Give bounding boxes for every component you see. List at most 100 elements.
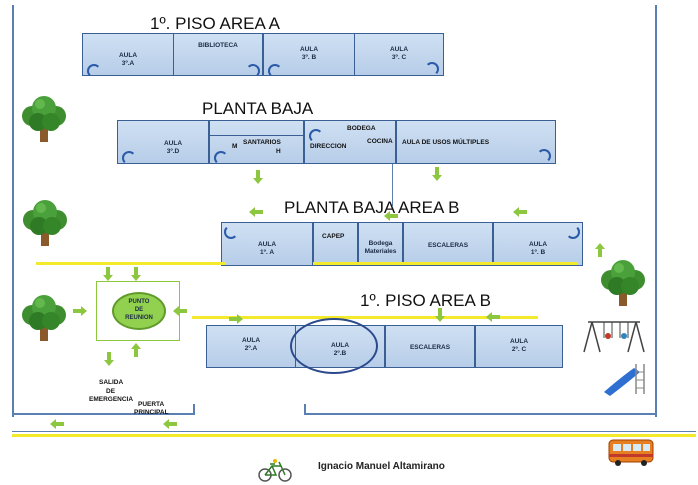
highlight-circle: [290, 318, 378, 374]
room-label: AULA: [389, 46, 409, 53]
room-label: AULA: [528, 241, 548, 248]
room-aula-2a: AULA 2º.A: [206, 325, 296, 368]
bicycle-icon: [258, 459, 292, 482]
green-arrow-icon: [595, 243, 605, 257]
green-arrow-icon: [73, 306, 87, 316]
door-arc-icon: [309, 129, 323, 143]
green-arrow-icon: [131, 267, 141, 281]
room-escaleras-p1: ESCALERAS: [385, 325, 475, 368]
room-label: AULA: [509, 338, 529, 345]
door-arc-icon: [224, 225, 238, 239]
room-label: ESCALERAS: [427, 242, 469, 249]
green-arrow-icon: [229, 314, 243, 324]
room-label: 1º. A: [259, 249, 275, 256]
green-arrow-icon: [249, 207, 263, 217]
street-yellow-line: [12, 434, 696, 437]
room-label: AULA: [299, 46, 319, 53]
bodega-label: BODEGA: [347, 125, 376, 132]
green-arrow-icon: [253, 170, 263, 184]
salida-label: DE: [106, 388, 116, 395]
title-piso1-area-a: 1º. PISO AREA A: [150, 14, 280, 33]
room-label: 1º. B: [530, 249, 546, 256]
tree-icon: [22, 199, 68, 247]
room-label: 3º. C: [391, 54, 407, 61]
salida-label: EMERGENCIA: [89, 396, 134, 403]
room-label: ESCALERAS: [409, 344, 451, 351]
room-aula-3d: AULA 3º.D: [117, 120, 209, 165]
room-label: AULA: [257, 241, 277, 248]
sanitarios-h-label: H: [276, 148, 281, 155]
room-capep: CAPEP: [313, 222, 358, 266]
sanitarios-m-label: M: [232, 143, 238, 150]
green-arrow-icon: [163, 419, 177, 429]
title-planta-baja: PLANTA BAJA: [202, 99, 314, 118]
door-arc-icon: [214, 151, 228, 165]
room-aula-1b: AULA 1º. B: [493, 222, 583, 266]
room-escaleras-pb: ESCALERAS: [403, 222, 493, 266]
room-label: Bodega: [368, 240, 393, 247]
green-arrow-icon: [384, 211, 398, 221]
room-sanitarios: M SANTARIOS H: [209, 120, 304, 165]
puerta-label: PRINCIPAL: [134, 409, 169, 416]
swing-icon: [583, 321, 645, 353]
door-arc-icon: [268, 64, 282, 78]
meeting-point-label: PUNTO: [128, 299, 150, 305]
door-arc-icon: [566, 225, 580, 239]
room-label: 3º.D: [166, 148, 180, 155]
green-arrow-icon: [486, 312, 500, 322]
corridor-yellow-line-pb: [313, 262, 578, 265]
tree-icon: [21, 95, 67, 143]
door-arc-icon: [246, 64, 260, 78]
bottom-wall-right: [305, 413, 657, 415]
slide-icon: [604, 364, 645, 396]
street-name: Ignacio Manuel Altamirano: [318, 461, 445, 472]
corridor-wall: [392, 164, 393, 206]
gate-post-left: [193, 404, 195, 415]
right-wall: [655, 5, 657, 417]
bottom-wall-left: [12, 413, 195, 415]
sanitarios-label: SANTARIOS: [243, 139, 281, 146]
bus-icon: [608, 439, 654, 466]
title-planta-baja-area-b: PLANTA BAJA AREA B: [284, 198, 460, 217]
meeting-point-circle: [112, 292, 166, 330]
salida-label: SALIDA: [99, 379, 124, 386]
room-label: Materiales: [364, 248, 397, 255]
puerta-label: PUERTA: [138, 401, 165, 408]
tree-icon: [600, 259, 646, 307]
direccion-label: DIRECCION: [310, 143, 347, 150]
room-bodega-cocina-direccion: BODEGA COCINA DIRECCION: [304, 120, 396, 164]
tree-icon: [21, 294, 67, 342]
room-usos-multiples: AULA DE USOS MÚLTIPLES: [396, 120, 556, 164]
green-arrow-icon: [435, 308, 445, 322]
green-arrow-icon: [103, 267, 113, 281]
room-label: AULA: [241, 337, 261, 344]
usos-multiples-label: AULA DE USOS MÚLTIPLES: [402, 139, 490, 146]
room-label: 2º.A: [244, 345, 258, 352]
green-arrow-icon: [104, 352, 114, 366]
green-arrow-icon: [173, 306, 187, 316]
green-arrow-icon: [50, 419, 64, 429]
door-arc-icon: [122, 151, 136, 165]
street-line-top: [12, 431, 696, 432]
meeting-point-label: DE: [134, 307, 144, 313]
green-arrow-icon: [513, 207, 527, 217]
gate-post-right: [304, 404, 306, 415]
meeting-point-label: REUNION: [125, 315, 153, 321]
room-label: BIBLIOTECA: [198, 42, 238, 49]
room-aula-3b: AULA 3º. B: [263, 33, 355, 78]
room-label: 2º. C: [511, 346, 527, 353]
corridor-yellow-line-p1b: [192, 316, 538, 319]
door-arc-icon: [537, 149, 551, 163]
title-piso1-area-b: 1º. PISO AREA B: [360, 291, 491, 310]
room-aula-2c: AULA 2º. C: [475, 325, 563, 368]
room-label: 3º.A: [121, 60, 135, 67]
left-wall: [12, 5, 14, 417]
room-bodega-materiales: Bodega Materiales: [358, 222, 403, 266]
yellow-line-left: [36, 262, 226, 265]
room-label: AULA: [163, 140, 183, 147]
room-label: 3º. B: [301, 54, 317, 61]
green-arrow-icon: [432, 167, 442, 181]
capep-label: CAPEP: [322, 233, 345, 240]
room-label: AULA: [118, 52, 138, 59]
door-arc-icon: [87, 64, 101, 78]
